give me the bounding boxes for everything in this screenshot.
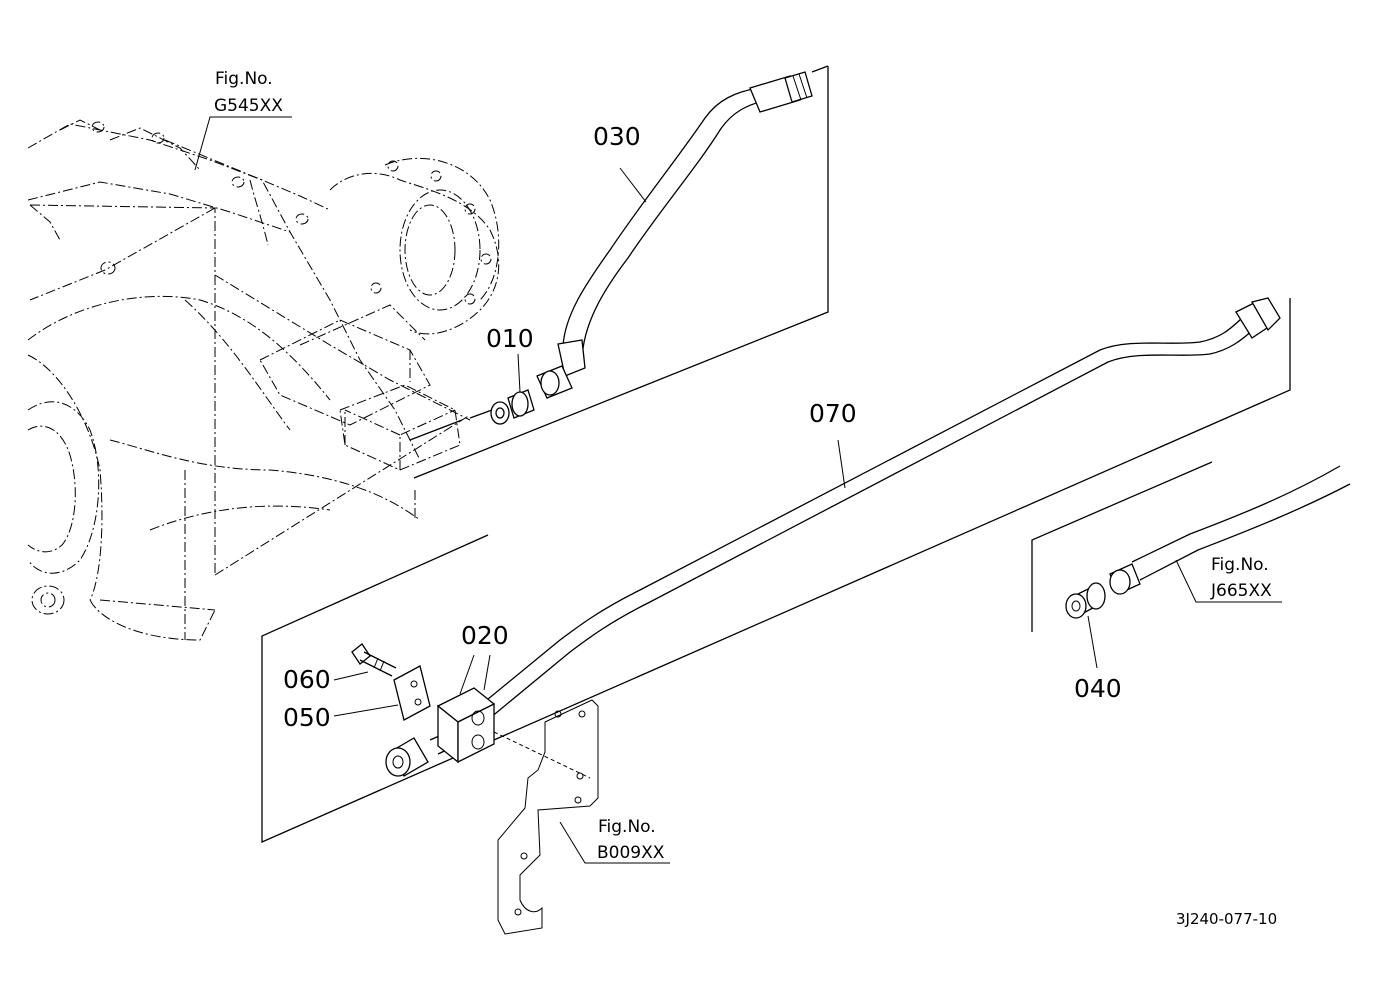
clamp-020 [385, 687, 591, 779]
axle-housing-reference [27, 119, 500, 641]
adapter-010 [409, 389, 535, 441]
leader-lines [194, 116, 1282, 864]
part-label-030: 030 [593, 122, 641, 151]
fig-ref-b009-code: B009XX [597, 843, 665, 863]
figure-references: Fig.No. G545XX Fig.No. J665XX Fig.No. B0… [214, 69, 1272, 863]
fig-ref-j665-title: Fig.No. [1211, 555, 1269, 575]
part-labels: 030 010 070 020 060 050 040 [283, 122, 1122, 732]
part-label-040: 040 [1074, 674, 1122, 703]
fig-ref-g545-title: Fig.No. [215, 69, 273, 89]
pipe-070 [429, 297, 1281, 755]
part-label-060: 060 [283, 665, 331, 694]
fig-ref-b009-title: Fig.No. [598, 817, 656, 837]
hose-030 [536, 65, 829, 399]
part-label-070: 070 [809, 399, 857, 428]
bracket-b009 [497, 699, 599, 935]
panel-frame-070 [261, 298, 1291, 843]
fitting-040 [1065, 465, 1351, 619]
bolt-060 [351, 643, 397, 677]
fig-ref-j665-code: J665XX [1210, 581, 1272, 601]
plate-050 [393, 665, 431, 721]
part-label-010: 010 [486, 324, 534, 353]
fig-ref-g545-code: G545XX [214, 96, 283, 116]
panel-frame-040 [1031, 461, 1213, 632]
drawing-code: 3J240-077-10 [1176, 910, 1277, 928]
panel-frame-030 [413, 66, 829, 479]
part-label-050: 050 [283, 703, 331, 732]
part-label-020: 020 [461, 621, 509, 650]
